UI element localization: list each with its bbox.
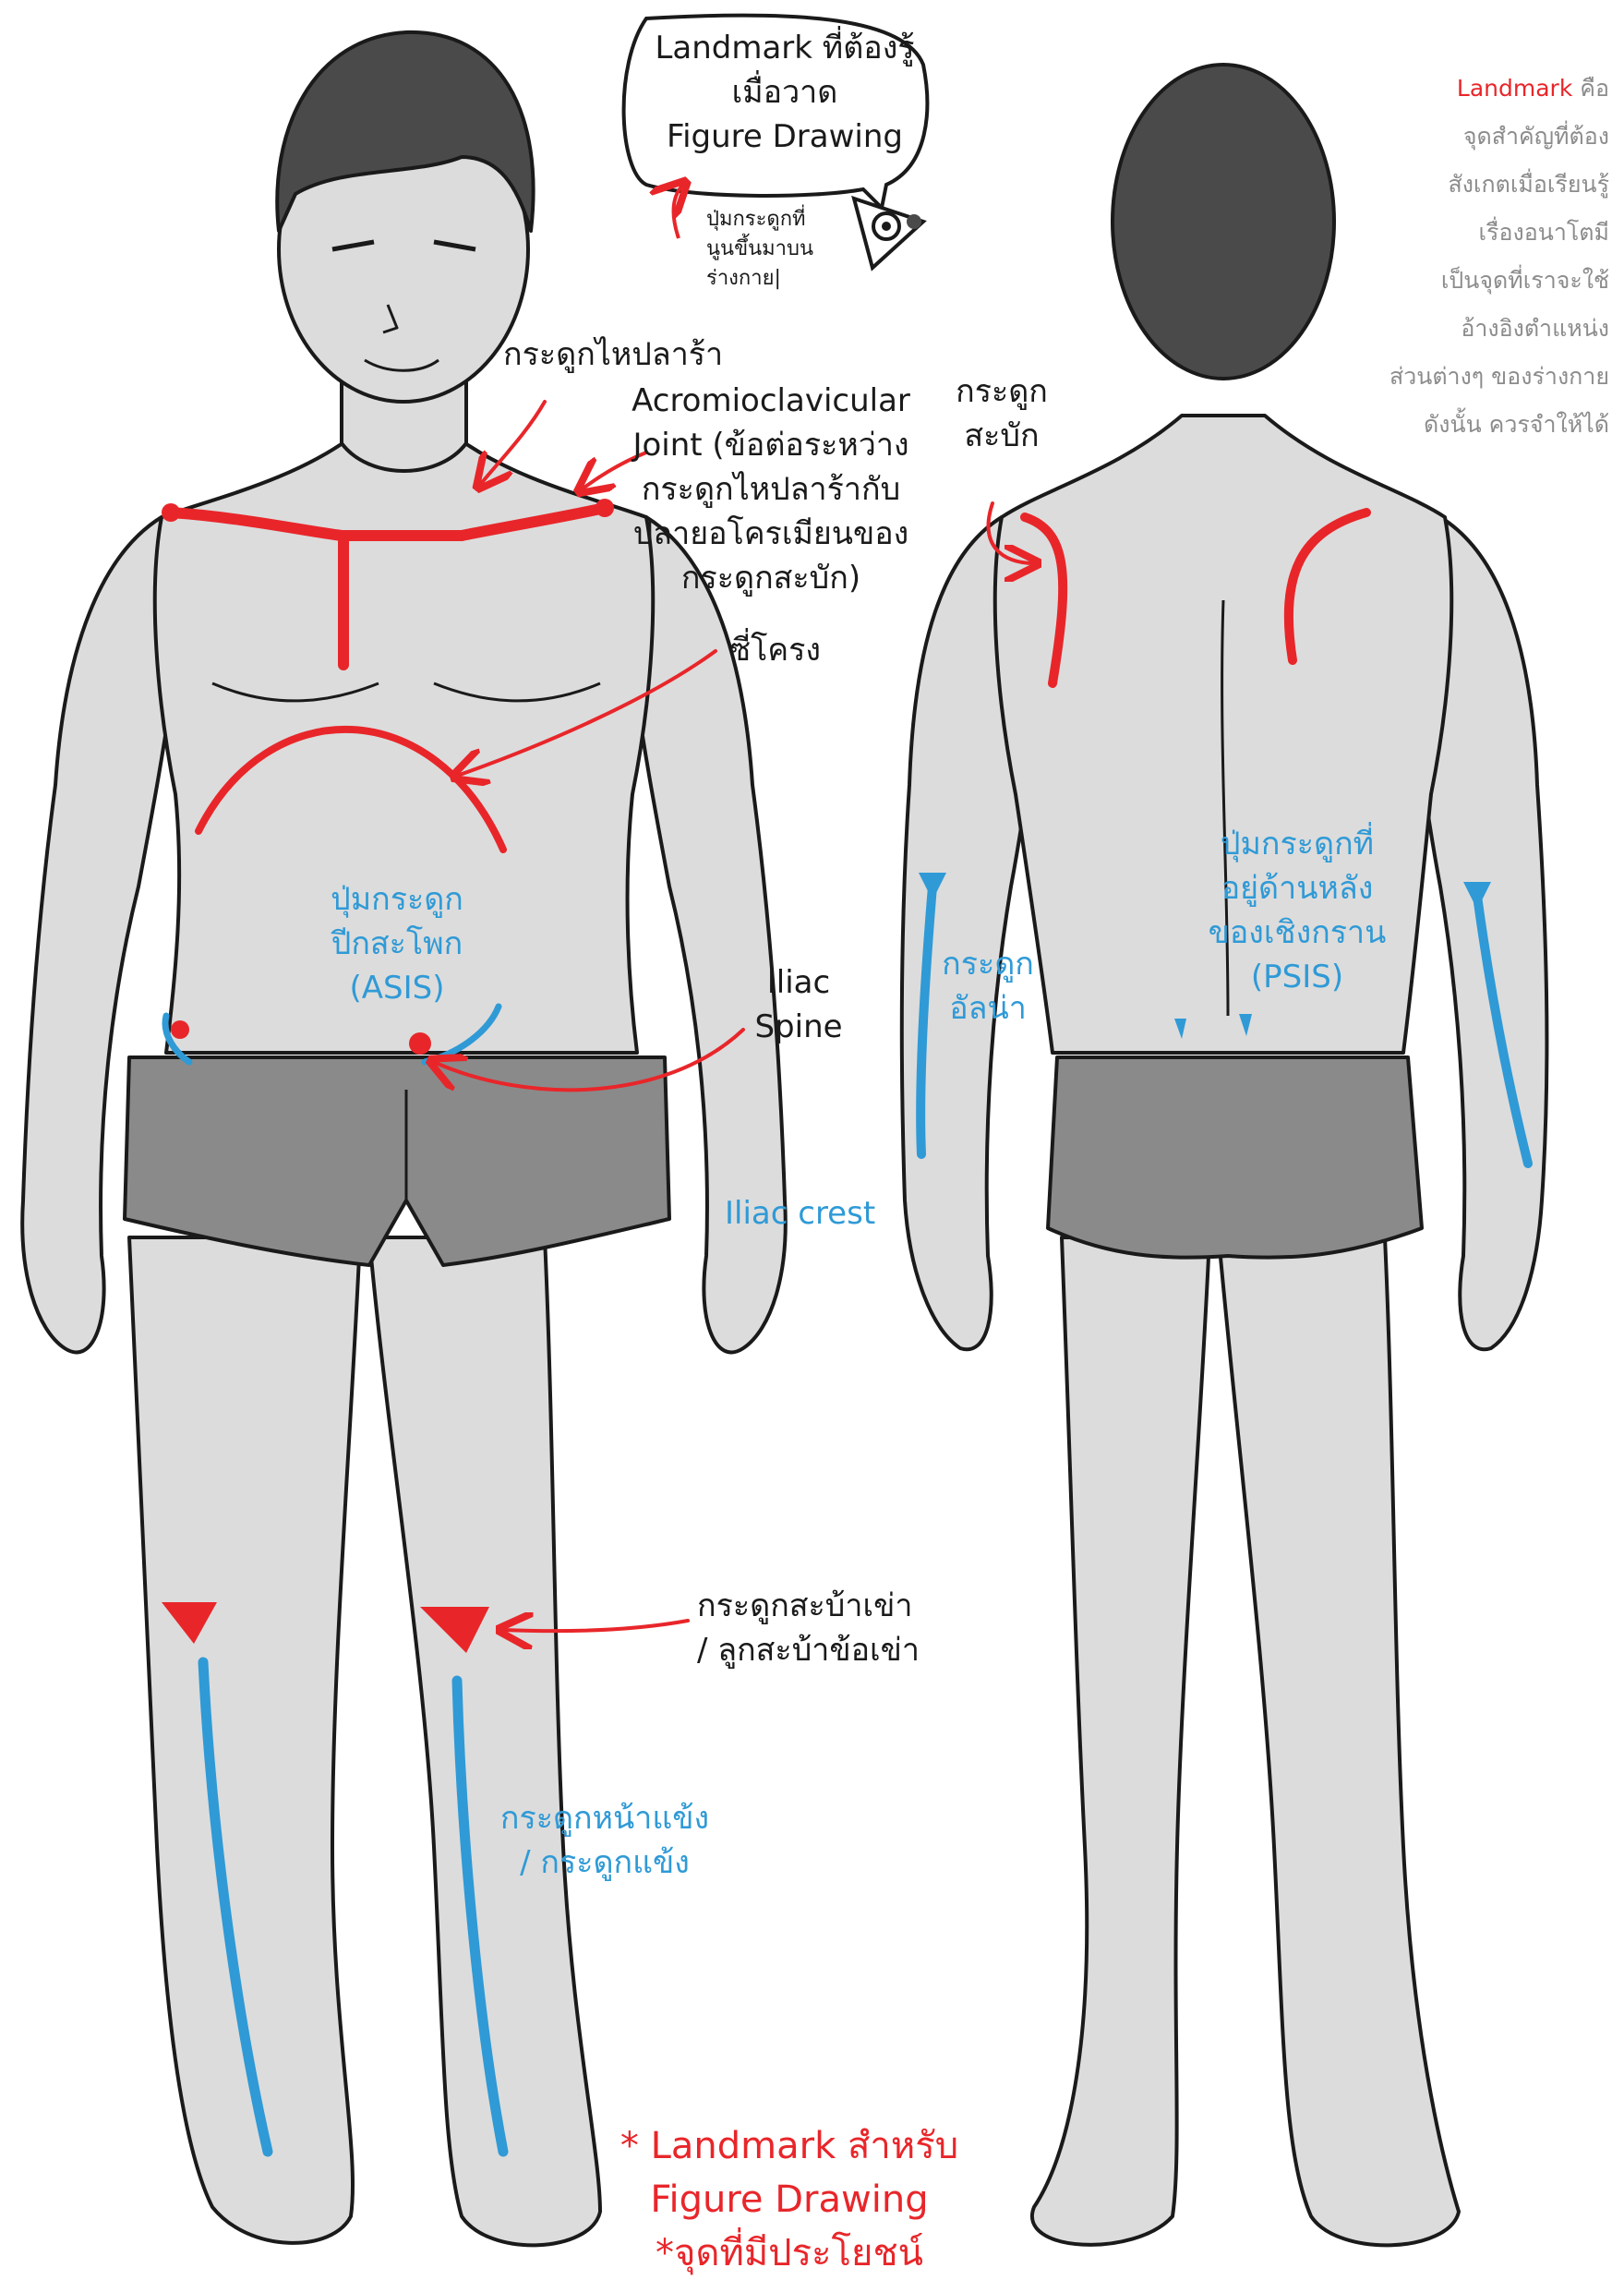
asis-line-1: ปุ่มกระดูก (295, 877, 499, 922)
back-left-leg (1032, 1237, 1209, 2245)
tibia-line-1: กระดูกหน้าแข้ง (480, 1796, 729, 1840)
bubble-note-line-1: ปุ่มกระดูกที่ (706, 205, 813, 235)
footnote-line-1: * Landmark สำหรับ (614, 2119, 965, 2173)
label-iliac-spine: Iliac Spine (739, 960, 859, 1049)
ulna-line-1: กระดูก (928, 942, 1048, 986)
side-note-line-3: สังเกตเมื่อเรียนรู้ (1291, 161, 1609, 209)
patella-line-1: กระดูกสะบ้าเข่า (697, 1584, 920, 1628)
side-note-line-1: Landmark คือ (1291, 65, 1609, 113)
psis-line-3: ของเชิงกราน (1186, 911, 1408, 955)
label-psis: ปุ่มกระดูกที่ อยู่ด้านหลัง ของเชิงกราน (… (1186, 822, 1408, 999)
front-left-leg (129, 1237, 360, 2243)
footnote: * Landmark สำหรับ Figure Drawing *จุดที่… (614, 2119, 965, 2280)
back-shorts (1048, 1057, 1422, 1258)
footnote-line-3: *จุดที่มีประโยชน์ (614, 2226, 965, 2280)
bubble-line-2: เมื่อวาด (651, 70, 919, 115)
scapula-line-2: สะบัก (951, 414, 1053, 458)
label-asis: ปุ่มกระดูก ปีกสะโพก (ASIS) (295, 877, 499, 1010)
back-right-leg (1219, 1237, 1459, 2245)
label-ulna: กระดูก อัลน่า (928, 942, 1048, 1031)
side-note-line-2: จุดสำคัญที่ต้อง (1291, 113, 1609, 161)
label-clavicle: กระดูกไหปลาร้า (503, 332, 723, 377)
side-note-line-4: เรื่องอนาโตมี (1291, 209, 1609, 257)
bubble-text: Landmark ที่ต้องรู้ เมื่อวาด Figure Draw… (651, 26, 919, 159)
ac-joint-line-4: ปลายอโครเมียนของ (591, 512, 951, 556)
label-scapula: กระดูก สะบัก (951, 369, 1053, 458)
label-ribs: ซี่โครง (729, 628, 821, 672)
iliac-spine-line-1: Iliac (739, 960, 859, 1005)
scapula-line-1: กระดูก (951, 369, 1053, 414)
bubble-line-3: Figure Drawing (651, 115, 919, 159)
label-iliac-crest: Iliac crest (725, 1191, 875, 1236)
asis-line-2: ปีกสะโพก (295, 922, 499, 966)
label-tibia: กระดูกหน้าแข้ง / กระดูกแข้ง (480, 1796, 729, 1885)
iliac-spine-line-2: Spine (739, 1005, 859, 1049)
ac-joint-dot-left (162, 503, 180, 522)
tibia-line-2: / กระดูกแข้ง (480, 1840, 729, 1885)
side-note-line-8: ดังนั้น ควรจำให้ได้ (1291, 401, 1609, 449)
ulna-line-2: อัลน่า (928, 986, 1048, 1031)
side-note-line-7: ส่วนต่างๆ ของร่างกาย (1291, 353, 1609, 401)
footnote-line-2: Figure Drawing (614, 2173, 965, 2226)
side-note-keyword: Landmark (1457, 75, 1572, 102)
bubble-note-line-3: ร่างกาย| (706, 264, 813, 294)
label-patella: กระดูกสะบ้าเข่า / ลูกสะบ้าข้อเข่า (697, 1584, 920, 1672)
asis-line-3: (ASIS) (295, 966, 499, 1010)
side-note: Landmark คือ จุดสำคัญที่ต้อง สังเกตเมื่อ… (1291, 65, 1609, 449)
bubble-note-line-2: นูนขึ้นมาบน (706, 235, 813, 264)
eye-icon (854, 199, 923, 268)
patella-line-2: / ลูกสะบ้าข้อเข่า (697, 1628, 920, 1672)
ac-joint-line-2: Joint (ข้อต่อระหว่าง (591, 423, 951, 467)
label-ac-joint: Acromioclavicular Joint (ข้อต่อระหว่าง ก… (591, 379, 951, 600)
bubble-line-1: Landmark ที่ต้องรู้ (651, 26, 919, 70)
asis-dot-right (409, 1032, 431, 1055)
side-note-line-6: อ้างอิงตำแหน่ง (1291, 305, 1609, 353)
ac-joint-line-5: กระดูกสะบัก) (591, 556, 951, 600)
psis-line-2: อยู่ด้านหลัง (1186, 866, 1408, 911)
psis-line-1: ปุ่มกระดูกที่ (1186, 822, 1408, 866)
ac-joint-line-3: กระดูกไหปลาร้ากับ (591, 467, 951, 512)
bubble-note: ปุ่มกระดูกที่ นูนขึ้นมาบน ร่างกาย| (706, 205, 813, 294)
front-right-leg (369, 1237, 600, 2245)
side-note-line-5: เป็นจุดที่เราจะใช้ (1291, 257, 1609, 305)
psis-line-4: (PSIS) (1186, 955, 1408, 999)
asis-dot-left (171, 1020, 189, 1039)
side-note-first-rest: คือ (1572, 75, 1609, 102)
ac-joint-line-1: Acromioclavicular (591, 379, 951, 423)
